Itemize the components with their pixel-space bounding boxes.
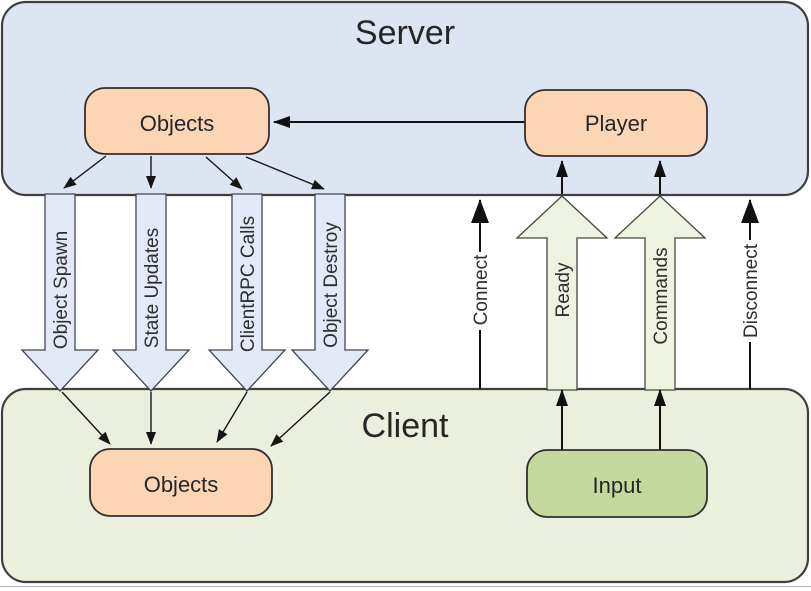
client-objects-fanin: [61, 391, 331, 447]
nodes: Objects Player Objects Input: [84, 87, 708, 518]
commands-label: Commands: [651, 247, 672, 344]
object-destroy-arrow: [290, 193, 370, 392]
ready-label: Ready: [553, 262, 574, 317]
input-node-label: Input: [593, 473, 642, 498]
fanout-line-clientrpc-calls: [205, 156, 243, 190]
server-objects-node: [84, 87, 270, 155]
connection-lines: Connect Disconnect: [467, 199, 764, 389]
connect-label-backing: [467, 252, 494, 330]
object-spawn-label: Object Spawn: [51, 231, 72, 349]
state-updates-arrow: [111, 193, 191, 392]
client-to-server-arrows: Ready Commands: [515, 195, 707, 391]
server-zone-title: Server: [355, 14, 455, 52]
object-spawn-arrow: [20, 193, 100, 392]
fanout-line-object-spawn: [63, 155, 107, 189]
player-node: [524, 89, 708, 157]
clientrpc-calls-label: ClientRPC Calls: [238, 216, 259, 352]
fanout-line-object-destroy: [245, 156, 325, 190]
disconnect-label-backing: [737, 240, 764, 342]
fanin-line-clientrpc-calls: [216, 391, 248, 443]
fanin-line-object-spawn: [61, 391, 111, 445]
fanin-line-object-destroy: [270, 391, 331, 447]
commands-arrow: [613, 195, 707, 391]
client-zone: [0, 387, 810, 584]
server-to-client-arrows: Object Spawn State Updates ClientRPC Cal…: [20, 193, 370, 392]
clientrpc-calls-arrow: [207, 193, 287, 392]
client-objects-node: [89, 448, 273, 517]
state-updates-label: State Updates: [142, 228, 163, 348]
feed-lines: [273, 116, 666, 450]
server-objects-fanout: [63, 155, 325, 190]
disconnect-label: Disconnect: [741, 243, 762, 338]
client-zone-title: Client: [362, 407, 449, 445]
client-objects-node-label: Objects: [144, 472, 219, 497]
server-objects-node-label: Objects: [140, 111, 215, 136]
input-node: [526, 449, 708, 518]
object-destroy-label: Object Destroy: [321, 222, 342, 348]
player-node-label: Player: [585, 111, 647, 136]
connect-label: Connect: [471, 254, 492, 325]
ready-arrow: [515, 195, 609, 391]
